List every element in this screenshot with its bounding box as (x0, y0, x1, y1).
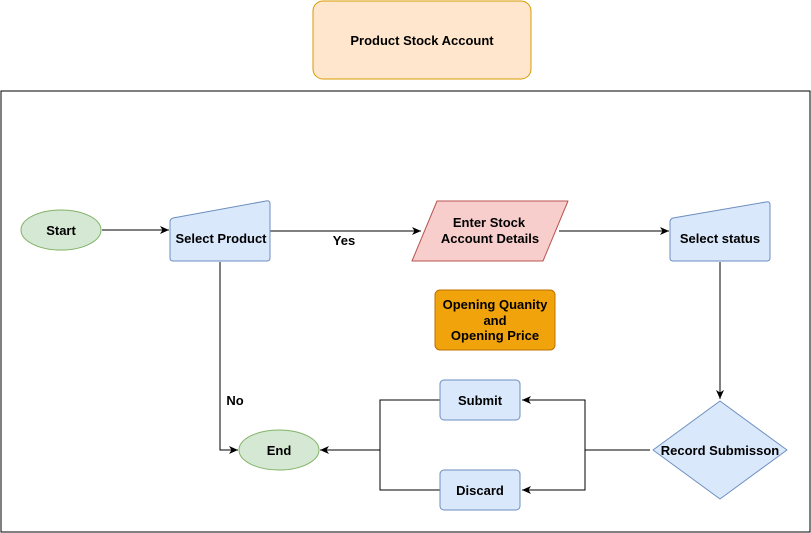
diagram-frame (0, 90, 811, 533)
enter-details-node: Enter Stock Account Details (411, 200, 569, 262)
submit-label: Submit (458, 393, 503, 408)
opening-note-line1: Opening Quanity (443, 297, 548, 312)
opening-note-line2: and (483, 313, 506, 328)
edge-label-no: No (226, 393, 243, 408)
start-node: Start (20, 209, 102, 251)
select-product-label: Select Product (175, 231, 267, 246)
select-status-node: Select status (669, 201, 771, 262)
edge-select-product-to-end (219, 262, 238, 454)
select-product-node: Select Product (169, 200, 271, 262)
select-status-label: Select status (680, 231, 760, 246)
enter-details-label-line2: Account Details (441, 231, 539, 246)
title-text: Product Stock Account (350, 33, 494, 48)
record-submission-node: Record Submisson (652, 400, 788, 500)
edge-discard-to-end (379, 450, 440, 491)
start-label: Start (46, 223, 76, 238)
edge-label-yes: Yes (333, 233, 355, 248)
opening-note-box: Opening Quanity and Opening Price (434, 289, 556, 351)
submit-node: Submit (439, 379, 521, 421)
end-label: End (267, 443, 292, 458)
edge-record-to-submit (522, 396, 650, 451)
discard-node: Discard (439, 469, 521, 511)
discard-label: Discard (456, 483, 504, 498)
edges (102, 226, 724, 494)
edge-submit-to-end (379, 399, 440, 450)
title-box: Product Stock Account (312, 0, 532, 80)
enter-details-label-line1: Enter Stock (453, 215, 526, 230)
opening-note-line3: Opening Price (451, 328, 539, 343)
edge-record-to-discard (522, 450, 586, 494)
record-submission-label: Record Submisson (661, 443, 780, 458)
end-node: End (238, 429, 320, 471)
